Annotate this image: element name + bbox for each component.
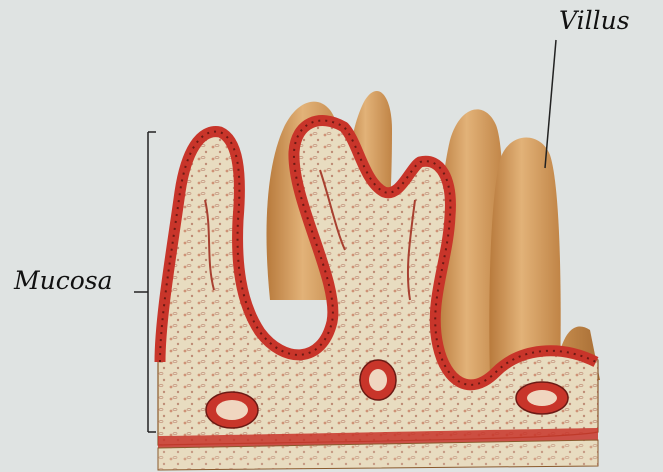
villus-leader-line — [545, 40, 556, 168]
villus-label: Villus — [559, 6, 630, 35]
mucosa-label: Mucosa — [14, 266, 113, 295]
mucosa-bracket — [134, 132, 156, 432]
